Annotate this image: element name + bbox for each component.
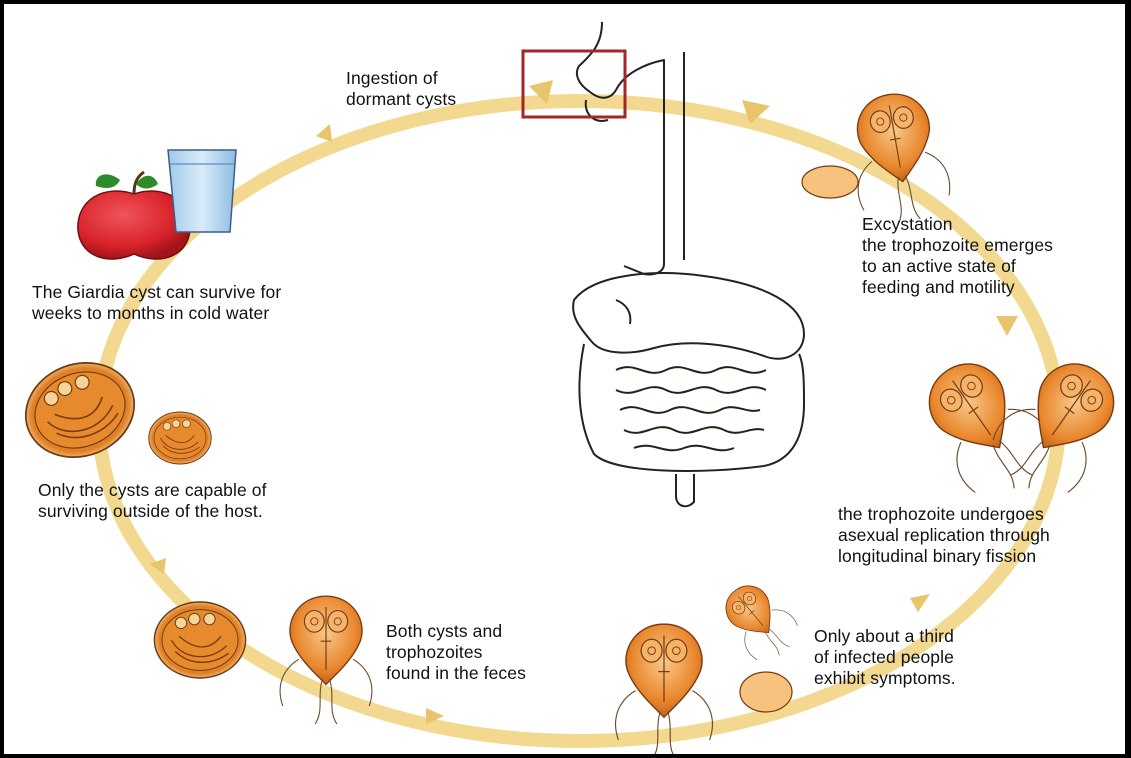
caption-line: trophozoites xyxy=(386,642,526,663)
caption-line: feeding and motility xyxy=(862,277,1053,298)
rectum-outline xyxy=(676,474,694,506)
caption-feces: Both cysts and trophozoites found in the… xyxy=(386,621,526,684)
life-cycle-art xyxy=(4,4,1129,756)
colon-outline xyxy=(579,344,804,471)
caption-cysts-outside: Only the cysts are capable of surviving … xyxy=(38,480,267,522)
caption-line: The Giardia cyst can survive for xyxy=(32,282,281,303)
caption-line: Ingestion of xyxy=(346,68,456,89)
empty-cyst-shell xyxy=(802,166,858,198)
caption-line: of infected people xyxy=(814,647,956,668)
dividing-trophozoites xyxy=(906,344,1129,510)
caption-line: Only the cysts are capable of xyxy=(38,480,267,501)
caption-line: the trophozoite undergoes xyxy=(838,504,1050,525)
arrow-right xyxy=(996,316,1018,336)
caption-line: exhibit symptoms. xyxy=(814,668,956,689)
caption-line: weeks to months in cold water xyxy=(32,303,281,324)
caption-line: dormant cysts xyxy=(346,89,456,110)
caption-symptoms: Only about a third of infected people ex… xyxy=(814,626,956,689)
caption-line: Both cysts and xyxy=(386,621,526,642)
esophagus-outline xyxy=(577,22,664,275)
small-intestine-outline xyxy=(616,367,766,450)
stomach-outline xyxy=(573,273,804,359)
caption-line: the trophozoite emerges xyxy=(862,235,1053,256)
caption-line: Only about a third xyxy=(814,626,956,647)
caption-line: asexual replication through xyxy=(838,525,1050,546)
caption-excystation: Excystation the trophozoite emerges to a… xyxy=(862,214,1053,298)
caption-cold-water: The Giardia cyst can survive for weeks t… xyxy=(32,282,281,324)
caption-line: longitudinal binary fission xyxy=(838,546,1050,567)
caption-ingestion: Ingestion of dormant cysts xyxy=(346,68,456,110)
caption-line: surviving outside of the host. xyxy=(38,501,267,522)
caption-line: to an active state of xyxy=(862,256,1053,277)
water-glass-icon xyxy=(168,150,236,232)
arrow-bottom-right xyxy=(910,594,930,612)
gallbladder-outline xyxy=(616,300,630,324)
caption-title: Excystation xyxy=(862,214,1053,235)
arrow-top-left xyxy=(316,124,332,142)
caption-replication: the trophozoite undergoes asexual replic… xyxy=(838,504,1050,567)
caption-line: found in the feces xyxy=(386,663,526,684)
